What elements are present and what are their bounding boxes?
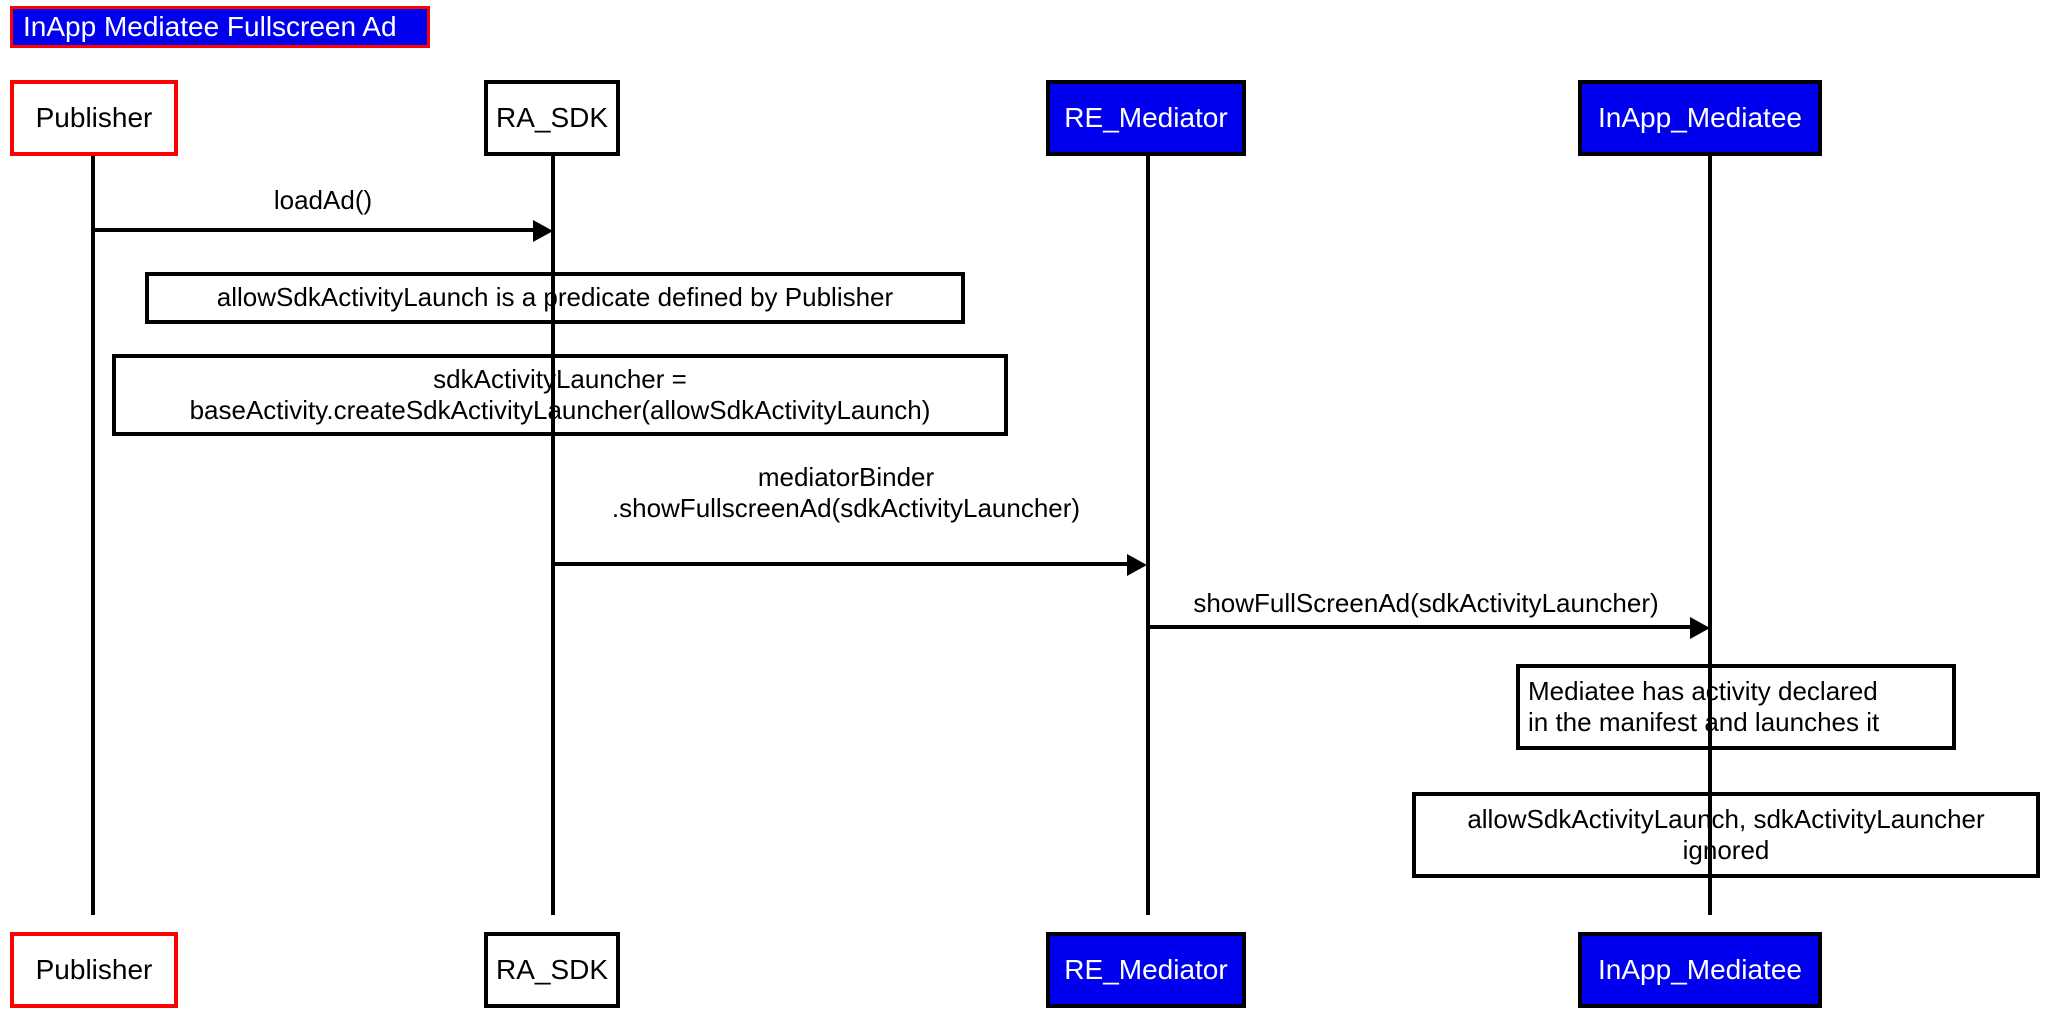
participant-inapp-mediatee-top[interactable]: InApp_Mediatee	[1578, 80, 1822, 156]
participant-re-mediator-top[interactable]: RE_Mediator	[1046, 80, 1246, 156]
note-text: allowSdkActivityLaunch is a predicate de…	[216, 282, 894, 313]
message-label-show-fullscreen-ad: mediatorBinder .showFullscreenAd(sdkActi…	[611, 462, 1081, 523]
lifeline-ra-sdk	[551, 155, 555, 915]
participant-publisher-bottom[interactable]: Publisher	[10, 932, 178, 1008]
diagram-title-text: InApp Mediatee Fullscreen Ad	[23, 11, 397, 42]
participant-label: InApp_Mediatee	[1598, 954, 1802, 985]
lifeline-inapp-mediatee	[1708, 155, 1712, 915]
participant-label: Publisher	[35, 102, 153, 133]
message-line-show-fullscreen-ad	[553, 562, 1127, 566]
lifeline-publisher	[91, 155, 95, 915]
participant-label: RA_SDK	[495, 102, 609, 133]
participant-inapp-mediatee-bottom[interactable]: InApp_Mediatee	[1578, 932, 1822, 1008]
lifeline-re-mediator	[1146, 155, 1150, 915]
note-text: allowSdkActivityLaunch, sdkActivityLaunc…	[1467, 803, 1985, 865]
participant-ra-sdk-bottom[interactable]: RA_SDK	[484, 932, 620, 1008]
participant-label: RE_Mediator	[1064, 954, 1228, 985]
message-label-show-full-screen-ad: showFullScreenAd(sdkActivityLauncher)	[1193, 588, 1659, 618]
message-arrowhead-show-fullscreen-ad	[1127, 554, 1147, 576]
participant-label: RA_SDK	[495, 954, 609, 985]
participant-label: RE_Mediator	[1064, 102, 1228, 133]
note-allow-sdk-activity-launch-predicate: allowSdkActivityLaunch is a predicate de…	[145, 272, 965, 324]
participant-label: InApp_Mediatee	[1598, 102, 1802, 133]
message-line-load-ad	[93, 228, 533, 232]
message-arrowhead-show-full-screen-ad	[1690, 617, 1710, 639]
participant-label: Publisher	[35, 954, 153, 985]
note-mediatee-activity-declared: Mediatee has activity declared in the ma…	[1516, 664, 1956, 750]
message-line-show-full-screen-ad	[1148, 625, 1690, 629]
participant-ra-sdk-top[interactable]: RA_SDK	[484, 80, 620, 156]
message-arrowhead-load-ad	[533, 220, 553, 242]
participant-re-mediator-bottom[interactable]: RE_Mediator	[1046, 932, 1246, 1008]
note-sdk-activity-launcher-creation: sdkActivityLauncher = baseActivity.creat…	[112, 354, 1008, 436]
note-text: Mediatee has activity declared in the ma…	[1528, 675, 1880, 737]
note-launcher-ignored: allowSdkActivityLaunch, sdkActivityLaunc…	[1412, 792, 2040, 878]
participant-publisher-top[interactable]: Publisher	[10, 80, 178, 156]
message-label-load-ad: loadAd()	[273, 185, 373, 215]
note-text: sdkActivityLauncher = baseActivity.creat…	[189, 363, 931, 425]
diagram-title-banner: InApp Mediatee Fullscreen Ad	[10, 6, 430, 48]
